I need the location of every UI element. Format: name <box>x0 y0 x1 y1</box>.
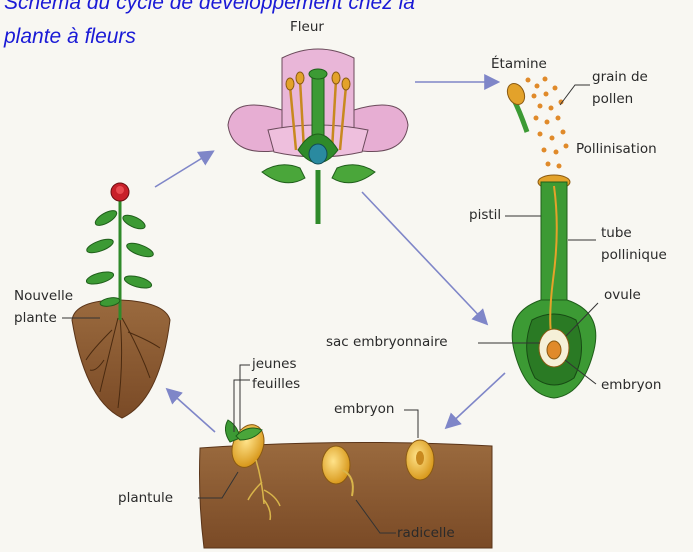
label-pollinisation: Pollinisation <box>576 141 657 157</box>
label-pistil: pistil <box>469 207 501 223</box>
flower-illustration <box>228 49 408 224</box>
arrow-flower-to-ovary <box>362 192 486 323</box>
label-tube: tube <box>601 225 632 241</box>
label-radicelle: radicelle <box>397 525 455 541</box>
label-embryon-seed: embryon <box>334 401 394 417</box>
arrow-seedling-to-plant <box>168 390 215 432</box>
label-jeunes: jeunes <box>251 356 297 372</box>
arrow-plant-to-flower <box>155 152 212 187</box>
label-pollinique: pollinique <box>601 247 667 263</box>
germinating-seed-2 <box>406 440 434 480</box>
label-pollen: pollen <box>592 91 633 107</box>
label-embryon-right: embryon <box>601 377 661 393</box>
label-feuilles: feuilles <box>252 376 300 392</box>
arrow-ovary-to-seeds <box>447 373 505 427</box>
pistil-illustration <box>512 175 596 398</box>
label-plante: plante <box>14 310 57 326</box>
label-ovule: ovule <box>604 287 641 303</box>
stamen-illustration <box>504 81 528 132</box>
label-grain-de: grain de <box>592 69 648 85</box>
label-etamine: Étamine <box>491 55 547 72</box>
new-plant-illustration <box>72 183 170 418</box>
label-plantule: plantule <box>118 490 173 506</box>
label-sac-embryonnaire: sac embryonnaire <box>326 334 448 350</box>
pollen-grains <box>526 77 569 169</box>
label-nouvelle: Nouvelle <box>14 288 73 304</box>
label-fleur: Fleur <box>290 19 324 35</box>
